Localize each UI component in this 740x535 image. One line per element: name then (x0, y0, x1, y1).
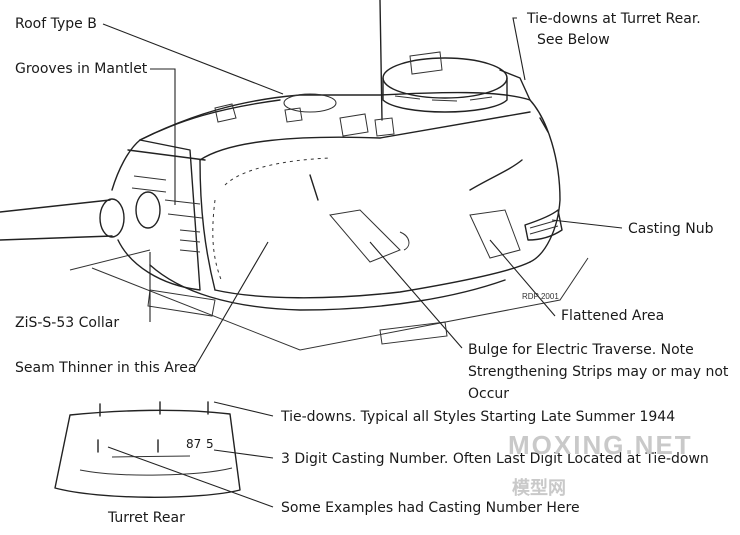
label-tiedowns-rear-line2: See Below (537, 32, 610, 48)
gun-barrel (0, 198, 125, 241)
gun-mantlet (111, 139, 206, 291)
watermark-sub: 模型网 (512, 478, 566, 498)
label-seam-thinner: Seam Thinner in this Area (15, 360, 197, 376)
label-examples-casting: Some Examples had Casting Number Here (281, 500, 580, 516)
label-bulge-line3: Occur (468, 386, 510, 402)
hull-deck-plane (69, 249, 589, 351)
rear-casting-digits: 87 (186, 437, 202, 451)
watermark-main: MOXING.NET (508, 430, 693, 460)
label-turret-rear: Turret Rear (108, 510, 185, 526)
commander-cupola (382, 51, 531, 113)
label-casting-nub: Casting Nub (628, 221, 714, 237)
turret-body (139, 91, 563, 311)
label-casting-number: 3 Digit Casting Number. Often Last Digit… (281, 451, 709, 467)
label-bulge-line1: Bulge for Electric Traverse. Note (468, 342, 694, 358)
label-tiedowns-typical: Tie-downs. Typical all Styles Starting L… (281, 409, 676, 425)
label-flattened-area: Flattened Area (561, 308, 665, 324)
turret-rear-view (54, 401, 241, 498)
callout-leaders (102, 17, 623, 508)
rear-casting-last-digit: 5 (206, 437, 214, 451)
label-zis-collar: ZiS-S-53 Collar (15, 315, 120, 331)
artist-signature: RDP 2001 (522, 292, 559, 301)
label-roof-type: Roof Type B (15, 16, 97, 32)
label-grooves-in-mantlet: Grooves in Mantlet (15, 61, 148, 77)
label-tiedowns-rear-line1: Tie-downs at Turret Rear. (527, 11, 701, 27)
turret-roof (139, 0, 395, 141)
label-bulge-line2: Strengthening Strips may or may not (468, 364, 729, 380)
